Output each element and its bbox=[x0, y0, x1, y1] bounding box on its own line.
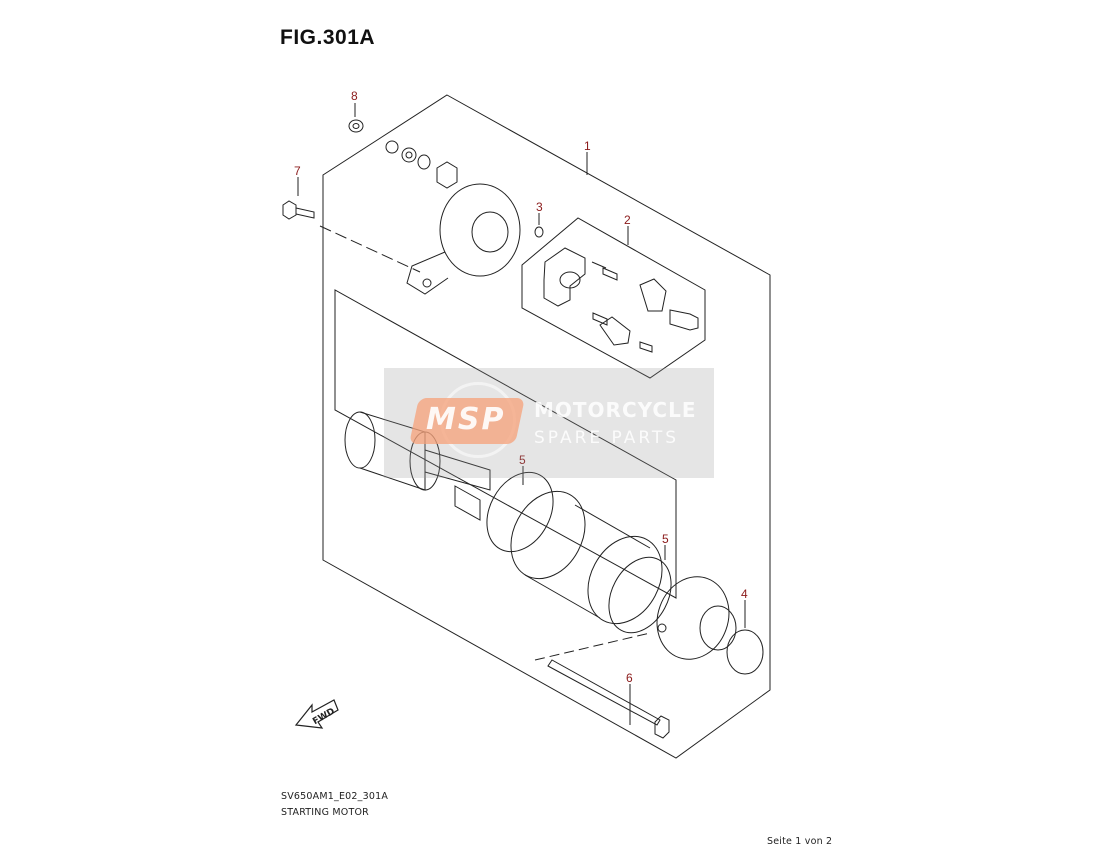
o-ring-large-icon bbox=[726, 629, 764, 675]
nut-icon bbox=[348, 119, 364, 133]
callout-5a: 5 bbox=[519, 453, 526, 467]
footer-name: STARTING MOTOR bbox=[281, 807, 369, 818]
footer-code: SV650AM1_E02_301A bbox=[281, 791, 389, 802]
watermark-line2: SPARE PARTS bbox=[534, 428, 680, 448]
callout-1: 1 bbox=[584, 139, 591, 153]
callout-6: 6 bbox=[626, 671, 633, 685]
brush-holder-icon bbox=[543, 247, 699, 353]
front-cover-icon bbox=[656, 576, 737, 660]
callout-2: 2 bbox=[624, 213, 631, 227]
figure-title: FIG.301A bbox=[280, 26, 376, 49]
callout-8: 8 bbox=[351, 89, 358, 103]
end-cover-icon bbox=[406, 183, 521, 295]
watermark-logo-text: MSP bbox=[426, 402, 506, 437]
inner-frame bbox=[334, 289, 677, 599]
washer-stack-icon bbox=[385, 140, 458, 189]
callout-3: 3 bbox=[536, 200, 543, 214]
assembly-frame bbox=[322, 94, 771, 759]
footer-page: Seite 1 von 2 bbox=[767, 836, 833, 847]
o-ring-b-icon bbox=[608, 556, 672, 634]
brush-holder-frame bbox=[521, 217, 706, 379]
long-bolt-icon bbox=[547, 659, 670, 739]
callout-4: 4 bbox=[741, 587, 748, 601]
yoke-housing-icon bbox=[510, 490, 663, 625]
watermark: MSP MOTORCYCLE SPARE PARTS bbox=[384, 368, 714, 478]
forward-arrow-icon bbox=[294, 699, 339, 729]
bolt-icon bbox=[282, 200, 315, 220]
o-ring-a-icon bbox=[486, 471, 554, 553]
watermark-line1: MOTORCYCLE bbox=[534, 398, 697, 422]
callout-5b: 5 bbox=[662, 532, 669, 546]
callout-7: 7 bbox=[294, 164, 301, 178]
o-ring-small-icon bbox=[534, 226, 544, 238]
